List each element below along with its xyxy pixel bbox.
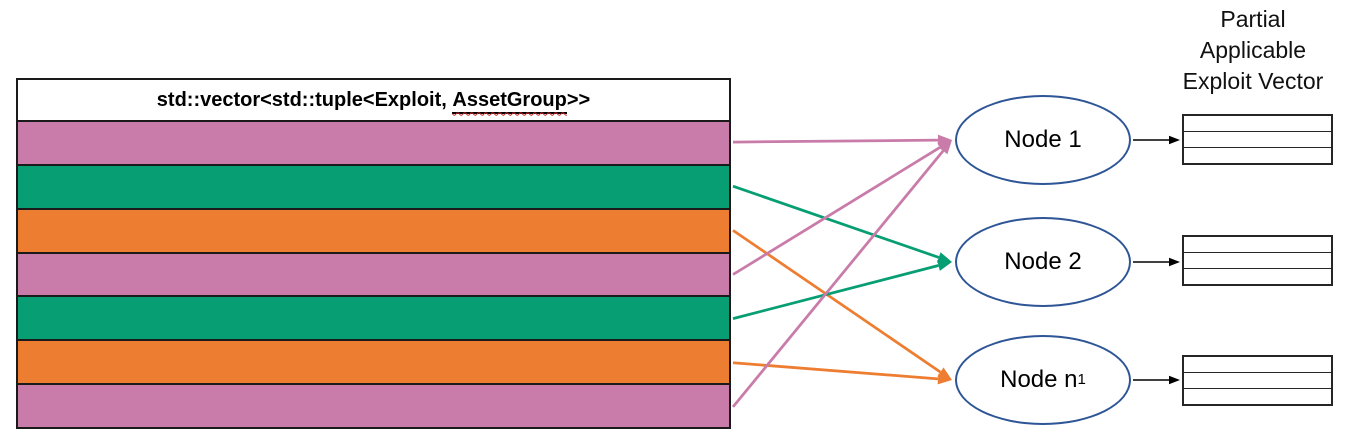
exploit-vector-table-3 [1182,355,1333,406]
mapping-arrow-row1-to-node1 [732,134,952,146]
vector-row-7 [18,383,729,428]
vector-row-4 [18,251,729,296]
node2-to-table-arrow [1133,257,1180,267]
vector-row-3 [18,207,729,252]
exploit-vector-table-row [1184,147,1331,163]
header-text-suffix: >> [566,88,591,111]
vector-row-6 [18,339,729,384]
mapping-arrow-row4-to-node1 [732,140,952,276]
node-2-ellipse: Node 2 [955,217,1131,307]
mapping-arrow-row7-to-node1 [731,140,952,408]
node-1-label: Node 1 [1004,126,1082,153]
vector-row-1 [18,122,729,164]
node1-to-table-arrow [1133,135,1180,145]
vector-rows [18,122,729,428]
exploit-vector-table-row [1184,237,1331,252]
exploit-vector-table-row [1184,116,1331,131]
header-text-underlined-wrap: AssetGroup [452,88,567,114]
vector-box-header: std::vector<std::tuple<Exploit, AssetGro… [18,80,729,122]
vector-row-5 [18,295,729,340]
header-text-underlined: AssetGroup [452,88,567,114]
mapping-arrow-row3-to-node3 [732,229,952,380]
exploit-vector-table-row [1184,357,1331,372]
exploit-vector-table-row [1184,252,1331,268]
mapping-arrow-row5-to-node2 [732,260,952,320]
node3-to-table-arrow [1133,375,1180,385]
vector-row-2 [18,163,729,208]
exploit-vector-table-1 [1182,114,1333,165]
vector-box: std::vector<std::tuple<Exploit, AssetGro… [16,78,731,429]
header-text-prefix: std::vector<std::tuple<Exploit, [156,88,453,111]
node-2-label: Node 2 [1004,248,1082,275]
exploit-vector-table-row [1184,268,1331,284]
mapping-arrow-row2-to-node2 [732,184,952,263]
exploit-vector-table-row [1184,131,1331,147]
exploit-vector-table-2 [1182,235,1333,286]
exploit-vector-table-row [1184,388,1331,404]
mapping-arrow-row6-to-node3 [732,361,952,385]
exploit-vector-table-row [1184,372,1331,388]
node-1-ellipse: Node 1 [955,95,1131,185]
exploit-vector-title: Partial Applicable Exploit Vector [1182,6,1324,94]
node-n1-label: Node n [1000,366,1078,393]
